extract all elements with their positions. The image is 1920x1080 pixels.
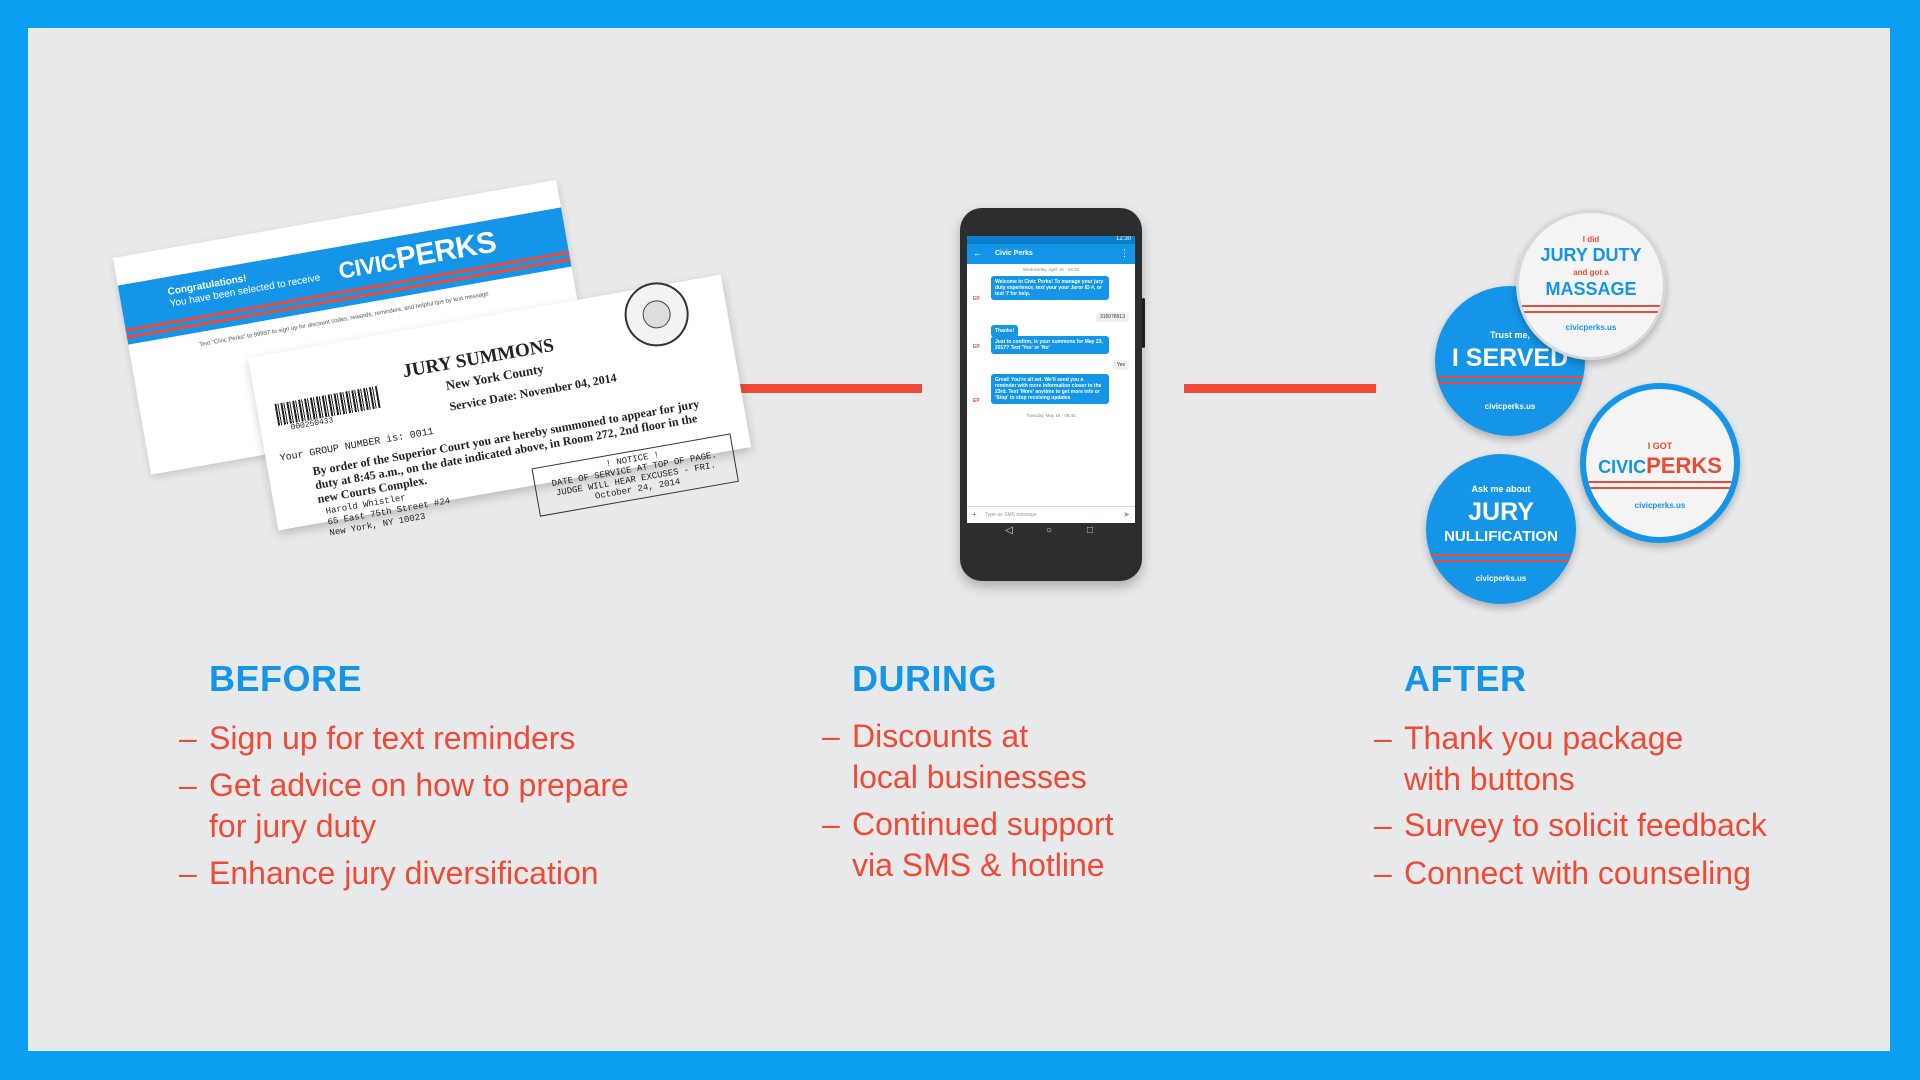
logo-perks: PERKS bbox=[393, 225, 499, 276]
back-arrow-icon[interactable]: ← bbox=[973, 248, 982, 258]
ep-avatar: EP bbox=[973, 398, 980, 404]
connector-line-left bbox=[730, 384, 922, 393]
message-bubble: Great! You're all set. We'll send you a … bbox=[991, 374, 1109, 404]
sms-composer: + Type an SMS message ➤ bbox=[967, 506, 1135, 523]
recents-nav-icon[interactable]: □ bbox=[1087, 525, 1094, 536]
day-label: Wednesday, April 19 · 19:32 bbox=[1022, 267, 1080, 272]
heading-during: DURING bbox=[852, 658, 997, 699]
ep-avatar: EP bbox=[973, 296, 980, 302]
after-item-counseling: – Connect with counseling bbox=[1374, 855, 1751, 891]
phone-screen: 12:30 ← Civic Perks ⋮ Wednesday, April 1… bbox=[967, 236, 1135, 523]
status-time: 12:30 bbox=[1115, 236, 1131, 242]
pin-massage: I did JURY DUTY and got a MASSAGE civicp… bbox=[1516, 210, 1666, 360]
day-label: Tuesday, May 16 · 09:45 bbox=[1026, 413, 1076, 418]
got-civic: CIVIC bbox=[1598, 457, 1647, 477]
home-nav-icon[interactable]: ○ bbox=[1046, 525, 1053, 536]
sms-input[interactable]: Type an SMS message bbox=[985, 512, 1037, 518]
message-bubble: Thanks! bbox=[991, 325, 1019, 337]
before-item-text-reminders: – Sign up for text reminders bbox=[179, 720, 576, 756]
ep-avatar: EP bbox=[973, 344, 980, 350]
message-bubble: Welcome to Civic Perks! To manage your j… bbox=[991, 276, 1109, 300]
add-icon[interactable]: + bbox=[972, 510, 977, 519]
after-item-thank-you-package: – Thank you package with buttons bbox=[1374, 720, 1684, 797]
reply-bubble: 315078913 bbox=[1095, 312, 1129, 322]
during-item-discounts: – Discounts at local businesses bbox=[822, 718, 1087, 795]
app-title: Civic Perks bbox=[995, 250, 1033, 257]
during-item-support: – Continued support via SMS & hotline bbox=[822, 806, 1114, 883]
heading-after: AFTER bbox=[1404, 658, 1527, 699]
reply-bubble: Yes bbox=[1112, 360, 1129, 370]
pin-jury-nullification: Ask me about JURY NULLIFICATION civicper… bbox=[1426, 454, 1576, 604]
pin-i-got-civic-perks: I GOT CIVICPERKS civicperks.us bbox=[1580, 383, 1740, 543]
heading-before: BEFORE bbox=[209, 658, 363, 699]
status-bar: 12:30 bbox=[967, 236, 1135, 244]
send-icon[interactable]: ➤ bbox=[1123, 510, 1130, 519]
smartphone: 12:30 ← Civic Perks ⋮ Wednesday, April 1… bbox=[960, 208, 1145, 581]
message-bubble: Just to confirm, is your summons for May… bbox=[991, 336, 1109, 354]
state-seal-icon bbox=[619, 277, 694, 352]
android-nav-bar: ◁ ○ □ bbox=[967, 523, 1135, 545]
app-bar: ← Civic Perks ⋮ bbox=[967, 244, 1135, 264]
slide-frame: Congratulations! You have been selected … bbox=[28, 28, 1890, 1051]
back-nav-icon[interactable]: ◁ bbox=[1005, 525, 1013, 536]
connector-line-right bbox=[1184, 384, 1376, 393]
logo-civic: CIVIC bbox=[336, 247, 399, 284]
after-item-survey: – Survey to solicit feedback bbox=[1374, 807, 1767, 843]
phone-side-button bbox=[1142, 298, 1145, 348]
got-perks: PERKS bbox=[1646, 453, 1722, 478]
more-options-icon[interactable]: ⋮ bbox=[1120, 248, 1129, 258]
before-item-diversification: – Enhance jury diversification bbox=[179, 855, 599, 891]
before-item-advice: – Get advice on how to prepare for jury … bbox=[179, 767, 629, 844]
